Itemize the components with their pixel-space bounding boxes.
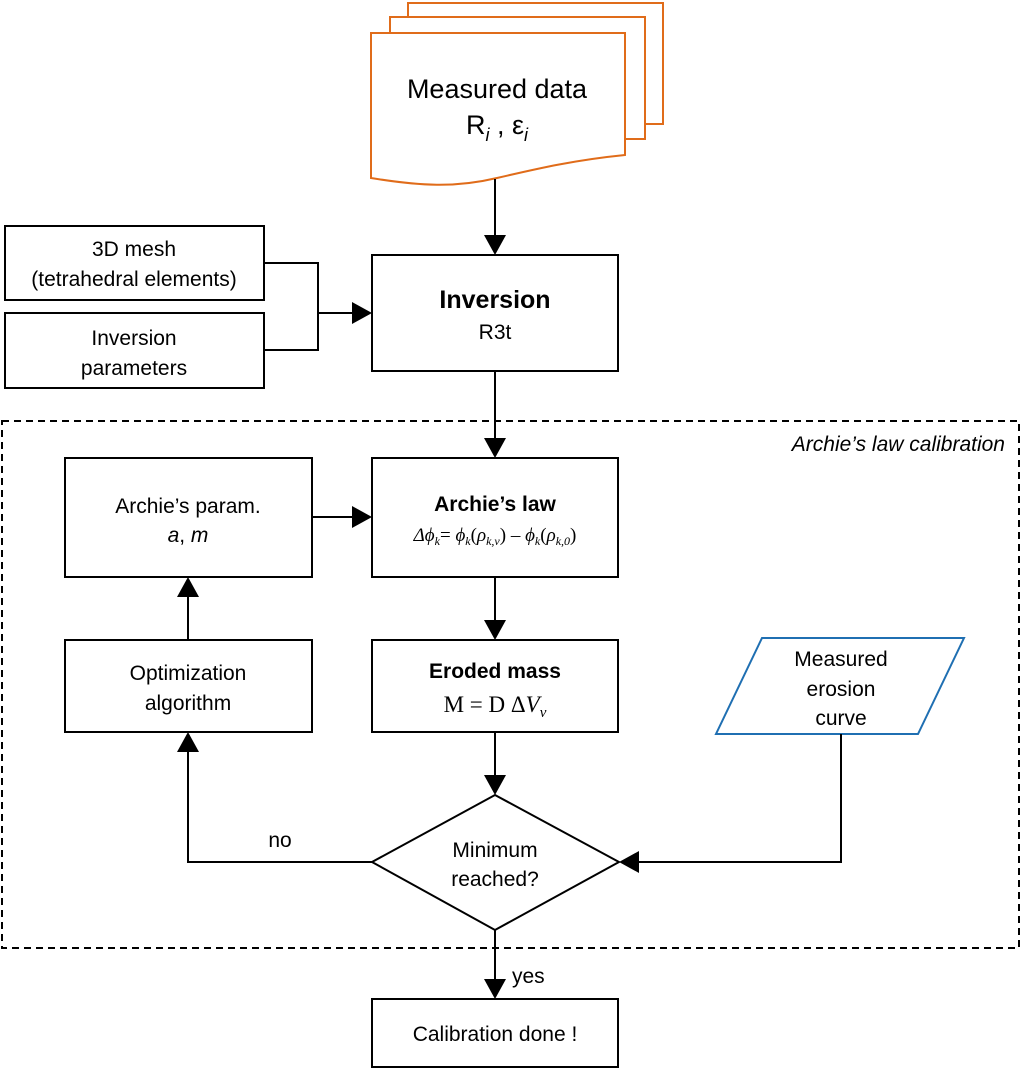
edge-erosion-curve-to-decision — [619, 734, 842, 873]
edge-inputs-to-inversion — [264, 262, 372, 351]
measured-data-node — [370, 2, 664, 186]
edge-yes-label: yes — [512, 965, 545, 988]
edge-eroded-mass-to-decision — [484, 732, 506, 795]
edge-archie-param-to-archie-law — [312, 506, 372, 528]
edge-archie-law-to-eroded-mass — [484, 577, 506, 640]
inversion-title: Inversion — [439, 286, 550, 314]
measured-data-symbols: Ri , εi — [466, 110, 529, 145]
measured-erosion-line2: erosion — [807, 678, 876, 701]
eroded-mass-title: Eroded mass — [429, 660, 561, 683]
archie-law-formula: Δϕk= ϕk(ρk,v) – ϕk(ρk,0) — [413, 525, 577, 548]
inversion-parameters-line1: Inversion — [91, 327, 176, 350]
calibration-region-label: Archie’s law calibration — [790, 433, 1005, 456]
mesh-label-line2: (tetrahedral elements) — [31, 268, 236, 291]
eroded-mass-formula: M = D ΔVv — [444, 692, 547, 721]
edge-measured-to-inversion — [484, 179, 506, 255]
inversion-parameters-line2: parameters — [81, 357, 187, 380]
archie-param-node — [64, 457, 313, 578]
eroded-mass-node — [371, 639, 619, 733]
archie-param-line1: Archie’s param. — [115, 495, 261, 518]
archie-param-line2: a, m — [168, 524, 209, 547]
edge-decision-yes-to-done — [484, 930, 506, 999]
inversion-subtitle: R3t — [479, 321, 512, 344]
decision-node — [369, 793, 622, 932]
edge-inversion-to-archie-law — [484, 371, 506, 458]
edge-decision-no-to-optimization — [177, 732, 372, 863]
calibration-region — [1, 420, 1020, 949]
optimization-node — [64, 639, 313, 733]
calibration-done-label: Calibration done ! — [413, 1023, 578, 1046]
measured-erosion-line3: curve — [815, 707, 866, 730]
measured-erosion-node — [714, 637, 966, 735]
measured-data-label: Measured data — [407, 74, 588, 104]
archie-law-title: Archie’s law — [434, 493, 556, 516]
archie-law-node — [371, 457, 619, 578]
optimization-line2: algorithm — [145, 692, 231, 715]
mesh-label-line1: 3D mesh — [92, 238, 176, 261]
inversion-parameters-node — [4, 312, 265, 389]
decision-line2: reached? — [451, 868, 539, 891]
edge-optimization-to-archie-param — [177, 577, 199, 640]
measured-data-page-front — [370, 32, 626, 186]
edge-no-label: no — [268, 829, 291, 852]
measured-erosion-line1: Measured — [794, 648, 887, 671]
decision-line1: Minimum — [452, 839, 537, 862]
optimization-line1: Optimization — [130, 662, 247, 685]
